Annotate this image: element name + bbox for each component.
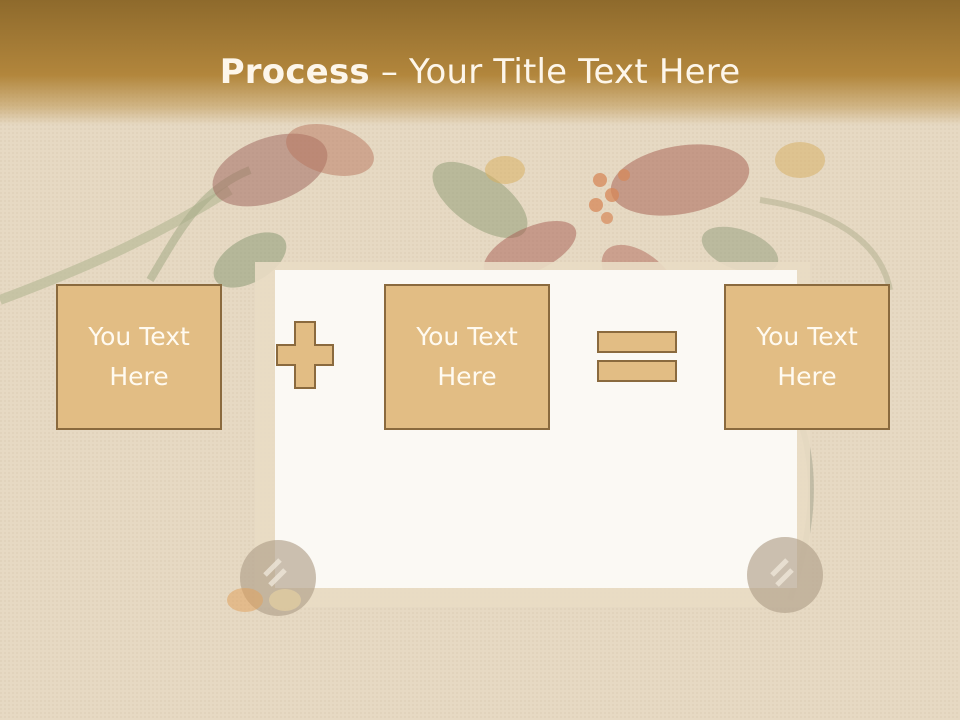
process-box-3[interactable]: You Text Here [724, 284, 890, 430]
title-bold: Process [219, 52, 370, 92]
equals-sign [597, 331, 677, 382]
title-rest: – Your Title Text Here [369, 52, 741, 92]
plus-sign [276, 321, 334, 389]
title-bar [0, 0, 960, 125]
process-box-label: You Text Here [416, 322, 518, 391]
process-box-2[interactable]: You Text Here [384, 284, 550, 430]
process-box-label: You Text Here [88, 322, 190, 391]
process-box-1[interactable]: You Text Here [56, 284, 222, 430]
slide-title: Process – Your Title Text Here [0, 52, 960, 92]
process-box-label: You Text Here [756, 322, 858, 391]
